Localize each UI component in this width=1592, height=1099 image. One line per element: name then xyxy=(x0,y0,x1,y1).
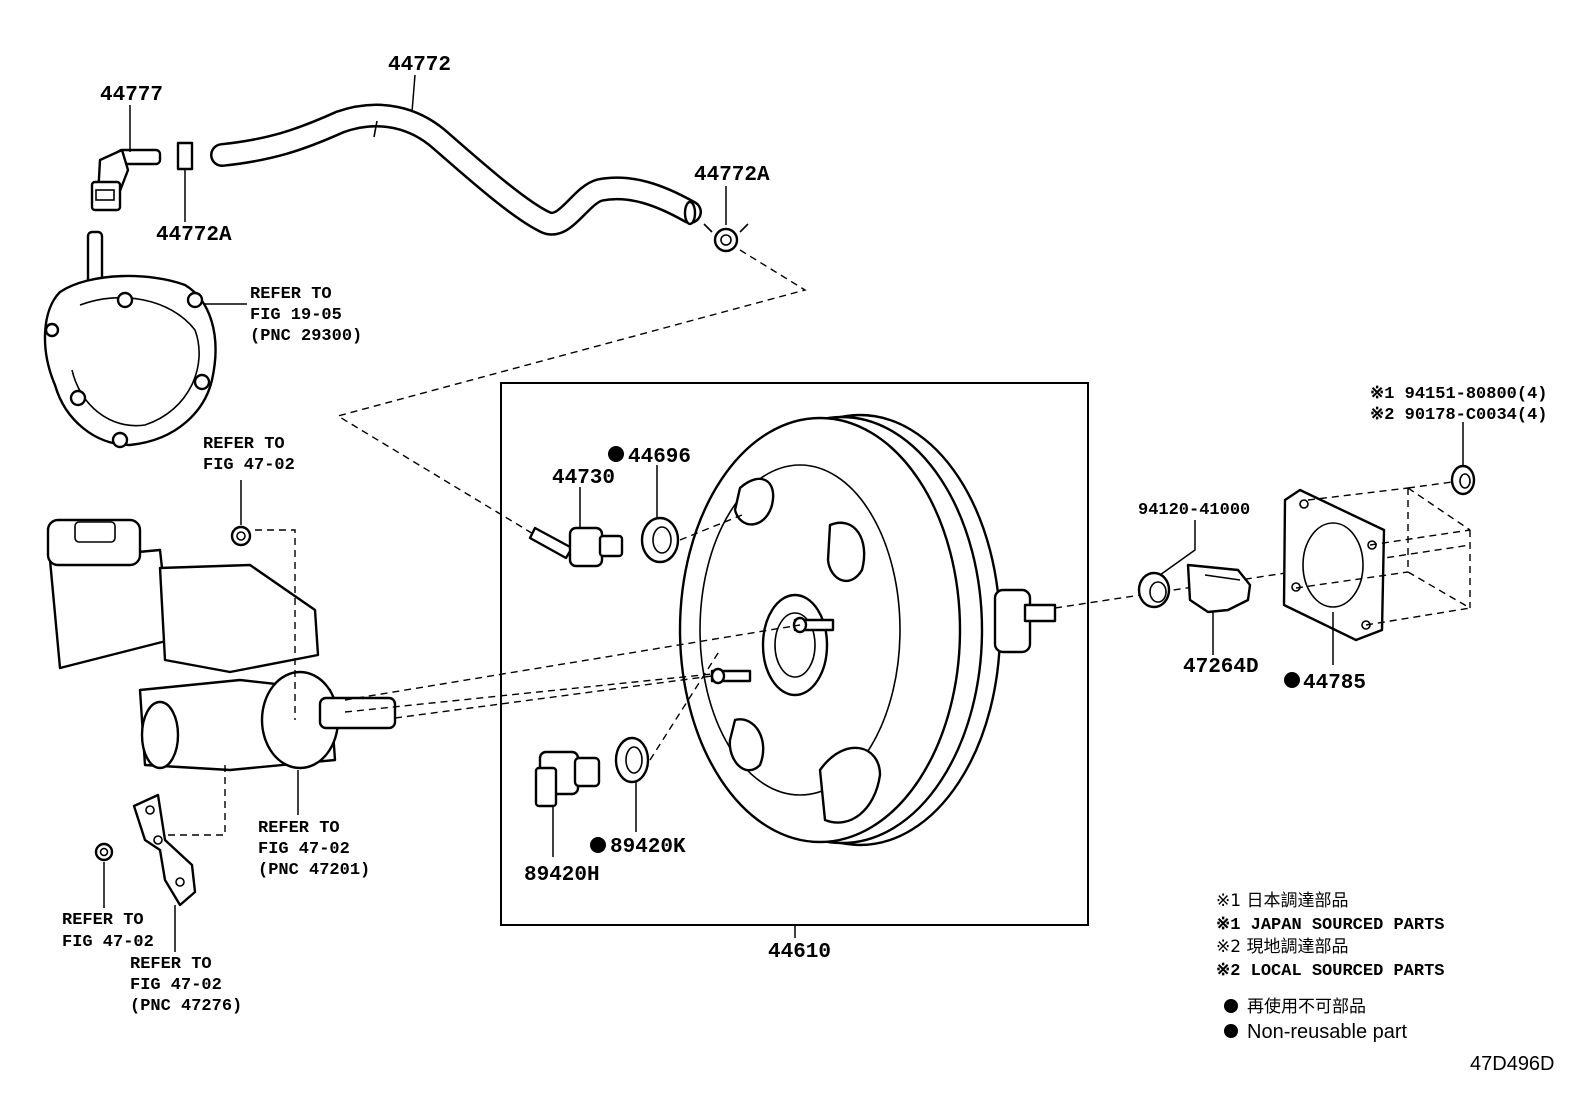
label-44777: 44777 xyxy=(100,84,163,107)
svg-text:(PNC 47201): (PNC 47201) xyxy=(258,861,370,880)
hose-clip-right xyxy=(703,223,749,253)
ref-upper-nut: REFER TO FIG 47-02 xyxy=(203,435,295,475)
sensor-grommet xyxy=(614,736,650,784)
label-44696: 44696 xyxy=(628,446,691,469)
legend: ※1 日本調達部品 ※1 JAPAN SOURCED PARTS ※2 現地調達… xyxy=(1216,891,1444,1043)
non-reusable-bullet-89420K xyxy=(590,837,606,853)
vacuum-union xyxy=(90,148,162,212)
non-reusable-bullet-44696 xyxy=(608,446,624,462)
clevis-pin xyxy=(1137,571,1171,609)
svg-text:FIG 47-02: FIG 47-02 xyxy=(62,933,154,952)
svg-text:REFER TO: REFER TO xyxy=(130,955,212,974)
label-94120-41000: 94120-41000 xyxy=(1138,501,1250,520)
master-cylinder xyxy=(46,518,397,772)
vacuum-hose xyxy=(210,103,702,236)
ref-master-cylinder: REFER TO FIG 47-02 (PNC 47201) xyxy=(258,819,370,880)
ref-vacuum-pump: REFER TO FIG 19-05 (PNC 29300) xyxy=(250,285,362,346)
svg-text:REFER TO: REFER TO xyxy=(250,285,332,304)
booster-stud-lower xyxy=(710,667,752,685)
ref-lower-nut: REFER TO FIG 47-02 xyxy=(62,911,154,952)
label-44772: 44772 xyxy=(388,54,451,77)
check-valve-grommet xyxy=(640,516,680,564)
master-cylinder-nut-lower xyxy=(94,842,114,862)
booster-gasket xyxy=(1282,488,1386,642)
mounting-stud-pattern xyxy=(1295,481,1471,626)
non-reusable-bullet-44785 xyxy=(1284,672,1300,688)
label-89420K: 89420K xyxy=(610,836,686,859)
vacuum-pump xyxy=(43,230,217,449)
ref-bracket: REFER TO FIG 47-02 (PNC 47276) xyxy=(130,955,242,1016)
legend-nonreusable-jp: 再使用不可部品 xyxy=(1247,996,1366,1017)
legend-japan-en: ※1 JAPAN SOURCED PARTS xyxy=(1216,916,1444,935)
label-47264D: 47264D xyxy=(1183,656,1259,679)
svg-text:FIG 47-02: FIG 47-02 xyxy=(130,976,222,995)
vacuum-sensor xyxy=(534,750,601,808)
label-44772A-left: 44772A xyxy=(156,224,232,247)
legend-bullet-jp xyxy=(1224,999,1238,1013)
label-89420H: 89420H xyxy=(524,864,600,887)
figure-id: 47D496D xyxy=(1470,1053,1555,1075)
label-44730: 44730 xyxy=(552,467,615,490)
booster-mount-nut xyxy=(1450,464,1476,496)
master-cylinder-nut-upper xyxy=(230,525,252,547)
legend-local-en: ※2 LOCAL SOURCED PARTS xyxy=(1216,962,1444,981)
label-nut-japan: ※1 94151-80800(4) xyxy=(1370,385,1547,404)
svg-text:FIG 47-02: FIG 47-02 xyxy=(258,840,350,859)
svg-text:REFER TO: REFER TO xyxy=(258,819,340,838)
brake-booster xyxy=(678,413,1057,847)
legend-japan-jp: ※1 日本調達部品 xyxy=(1216,891,1348,911)
hose-clip-small xyxy=(176,141,194,171)
master-cylinder-bracket xyxy=(132,793,197,907)
check-valve xyxy=(528,526,624,568)
label-44785: 44785 xyxy=(1303,672,1366,695)
svg-text:FIG 19-05: FIG 19-05 xyxy=(250,306,342,325)
svg-text:REFER TO: REFER TO xyxy=(62,911,144,930)
svg-text:REFER TO: REFER TO xyxy=(203,435,285,454)
legend-bullet-en xyxy=(1224,1024,1238,1038)
label-nut-local: ※2 90178-C0034(4) xyxy=(1370,406,1547,425)
label-44610: 44610 xyxy=(768,941,831,964)
svg-text:(PNC 29300): (PNC 29300) xyxy=(250,327,362,346)
svg-text:(PNC 47276): (PNC 47276) xyxy=(130,997,242,1016)
push-rod-clevis xyxy=(1186,563,1252,614)
svg-text:FIG 47-02: FIG 47-02 xyxy=(203,456,295,475)
label-44772A-right: 44772A xyxy=(694,164,770,187)
legend-local-jp: ※2 現地調達部品 xyxy=(1216,937,1348,957)
legend-nonreusable-en: Non-reusable part xyxy=(1247,1021,1408,1043)
